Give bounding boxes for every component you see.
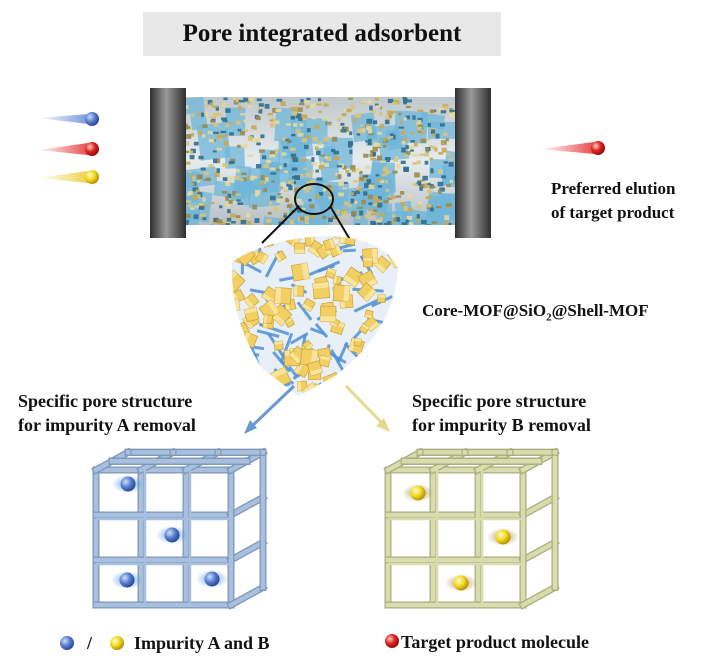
- cage-impurity-a: [91, 447, 268, 610]
- cage-impurity-b: [383, 447, 560, 610]
- legend-impurity-b-dot: [110, 636, 124, 650]
- right-pore-line1: Specific pore structure: [412, 391, 587, 411]
- impurity-b-tail: [38, 171, 88, 183]
- legend-target-dot: [385, 634, 399, 648]
- eluted-target-molecule: [591, 141, 605, 155]
- core-shell-suffix: @Shell-MOF: [551, 301, 649, 320]
- right-pore-label: Specific pore structure for impurity B r…: [412, 389, 591, 437]
- eluted-target: [540, 141, 605, 155]
- zoom-circle: [294, 183, 334, 215]
- legend-target-label: Target product molecule: [401, 632, 589, 652]
- elution-label-line2: of target product: [551, 203, 675, 222]
- arrow-to-impurity-a: [244, 384, 296, 434]
- legend-slash: /: [87, 633, 93, 653]
- column-left-cap: [150, 88, 186, 238]
- core-shell-subscript: 2: [546, 311, 552, 324]
- page-title: Pore integrated adsorbent: [182, 20, 462, 47]
- left-pore-line1: Specific pore structure: [18, 391, 193, 411]
- core-shell-particle: [231, 236, 398, 396]
- left-pore-line2: for impurity A removal: [18, 415, 196, 435]
- elution-label: Preferred elution of target product: [551, 177, 675, 225]
- eluted-target-tail: [540, 142, 594, 154]
- target-molecule: [85, 142, 99, 156]
- column-right-cap: [455, 88, 491, 238]
- incoming-molecules: [38, 112, 99, 184]
- elution-label-line1: Preferred elution: [551, 179, 676, 198]
- title-box: Pore integrated adsorbent: [143, 12, 501, 56]
- adsorbent-column: [150, 88, 491, 244]
- impurity-b-molecule: [85, 170, 99, 184]
- core-shell-prefix: Core-MOF@SiO: [422, 301, 547, 320]
- arrow-to-impurity-b: [344, 384, 390, 432]
- impurity-a-molecule: [85, 112, 99, 126]
- impurity-a-tail: [38, 114, 88, 124]
- core-shell-label: Core-MOF@SiO2@Shell-MOF: [422, 299, 649, 329]
- column-packing: [185, 97, 455, 225]
- legend-impurity-a-dot: [60, 636, 74, 650]
- right-pore-line2: for impurity B removal: [412, 415, 591, 435]
- target-tail: [38, 143, 88, 155]
- legend-impurity-label: Impurity A and B: [134, 633, 270, 653]
- left-pore-label: Specific pore structure for impurity A r…: [18, 389, 196, 437]
